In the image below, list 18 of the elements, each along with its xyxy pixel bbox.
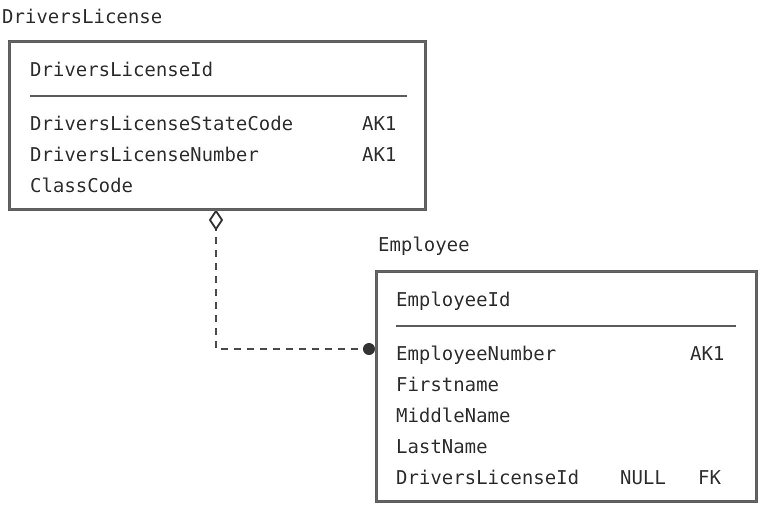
attribute-text: DriversLicenseId xyxy=(30,58,214,82)
attribute-text: EmployeeNumber xyxy=(396,342,556,366)
attribute-text: AK1 xyxy=(362,143,396,167)
attribute-text: EmployeeId xyxy=(396,288,510,312)
attribute-text: Firstname xyxy=(396,373,499,397)
attribute-text: NULL xyxy=(620,466,666,490)
attribute-text: AK1 xyxy=(362,112,396,136)
attribute-text: MiddleName xyxy=(396,404,510,428)
attribute-text: DriversLicenseId xyxy=(396,466,580,490)
entity-name: DriversLicense xyxy=(2,5,162,29)
attribute-text: LastName xyxy=(396,435,488,459)
entity-name: Employee xyxy=(378,233,470,257)
attribute-text: DriversLicenseStateCode xyxy=(30,112,294,136)
attribute-text: DriversLicenseNumber xyxy=(30,143,259,167)
attribute-text: ClassCode xyxy=(30,174,133,198)
attribute-text: AK1 xyxy=(690,342,724,366)
attribute-text: FK xyxy=(698,466,721,490)
relationship-line xyxy=(209,210,375,355)
